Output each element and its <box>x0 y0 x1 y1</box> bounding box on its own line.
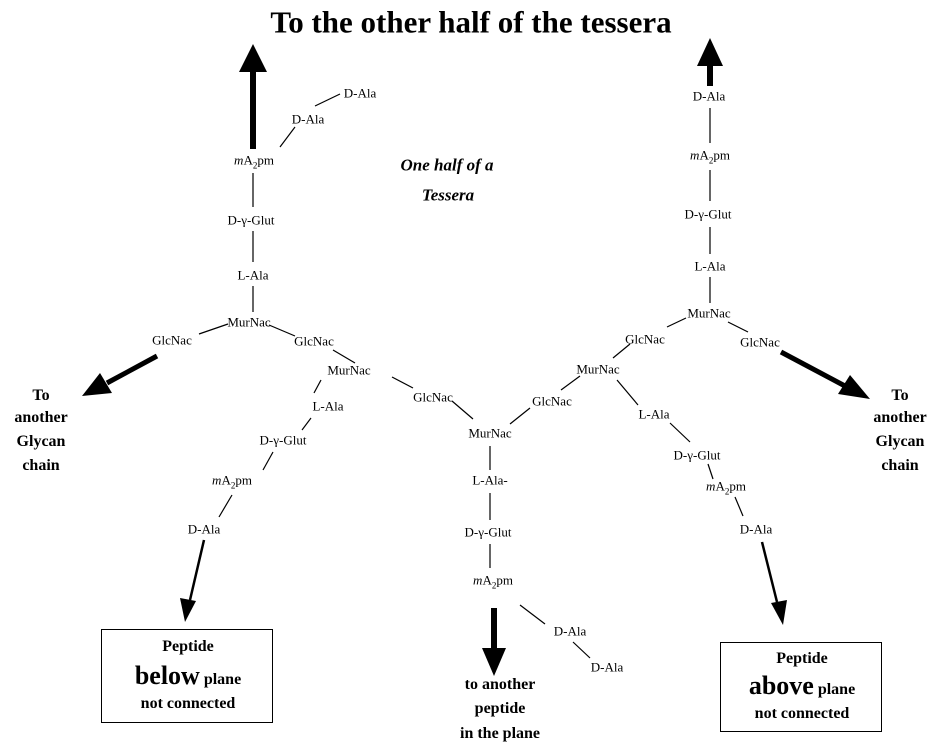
bond-line <box>218 494 233 518</box>
right-glycan-label-3: Glycan <box>875 433 925 450</box>
bond-line <box>313 379 322 394</box>
bond-line <box>301 417 312 431</box>
label-glu-lower-left: D-γ-Glut <box>259 432 307 448</box>
label-glcnac-3: GlcNac <box>532 393 572 409</box>
label-lala-center: L-Ala- <box>472 472 508 488</box>
label-dap-lower-right: mA2pm <box>706 478 746 497</box>
bond-line <box>734 496 744 517</box>
label-dala-center-2: D-Ala <box>590 659 624 675</box>
bond-line <box>391 376 414 389</box>
label-murnac-1: MurNac <box>227 314 271 330</box>
arrow-up-right-head <box>697 38 723 66</box>
label-dap-right: mA2pm <box>690 147 730 166</box>
label-glu-right: D-γ-Glut <box>684 206 732 222</box>
bond-line <box>612 343 631 359</box>
bond-line <box>669 422 691 443</box>
arrow-above <box>760 541 779 603</box>
arrow-below <box>188 539 206 601</box>
arrow-above-head <box>771 600 787 625</box>
label-dala-lower-right: D-Ala <box>739 521 773 537</box>
label-dala-center-1: D-Ala <box>553 623 587 639</box>
label-lala-right: L-Ala <box>694 258 726 274</box>
label-glcnac-1: GlcNac <box>294 333 334 349</box>
label-dala-2: D-Ala <box>291 111 325 127</box>
box-below-line1: Peptide <box>162 638 214 655</box>
arrow-center-head <box>482 648 506 676</box>
arrow-right-glycan <box>779 349 847 389</box>
bond-line <box>727 321 749 333</box>
bond-line <box>509 407 531 425</box>
bond-line <box>519 604 546 625</box>
label-dala-right: D-Ala <box>692 88 726 104</box>
bond-line <box>268 324 296 337</box>
right-glycan-label-4: chain <box>881 457 919 474</box>
box-peptide-below: Peptide below plane not connected <box>101 629 273 723</box>
label-murnac-right: MurNac <box>687 305 731 321</box>
label-murnac-2: MurNac <box>327 362 371 378</box>
arrow-right-glycan-head <box>838 375 870 399</box>
box-above-line2: above plane <box>748 671 856 700</box>
label-dala-top: D-Ala <box>343 85 377 101</box>
label-dap-lower-left: mA2pm <box>212 472 252 491</box>
page-title: To the other half of the tessera <box>270 4 672 40</box>
box-below-line2: below plane <box>134 661 242 690</box>
label-glcnac-far-left: GlcNac <box>152 332 192 348</box>
left-glycan-label-3: Glycan <box>16 433 66 450</box>
label-glu-left: D-γ-Glut <box>227 212 275 228</box>
bond-line <box>616 379 639 406</box>
bottom-label-2: peptide <box>474 700 526 717</box>
label-dala-lower-left: D-Ala <box>187 521 221 537</box>
label-glcnac-2: GlcNac <box>413 389 453 405</box>
arrow-left-glycan <box>105 353 159 386</box>
box-above-line1: Peptide <box>776 650 828 667</box>
label-murnac-4: MurNac <box>576 361 620 377</box>
bond-line <box>451 400 474 420</box>
left-glycan-label-2: another <box>14 409 68 426</box>
right-glycan-label-2: another <box>873 409 927 426</box>
subtitle-line2: Tessera <box>421 185 475 205</box>
label-glcnac-far-right: GlcNac <box>740 334 780 350</box>
bond-line <box>572 641 591 659</box>
arrow-up-left-head <box>239 44 267 72</box>
left-glycan-label-4: chain <box>22 457 60 474</box>
bottom-label-1: to another <box>464 676 536 693</box>
bond-line <box>262 451 274 471</box>
bond-line <box>198 323 229 335</box>
bond-line <box>666 317 687 328</box>
label-glu-center: D-γ-Glut <box>464 524 512 540</box>
box-above-line3: not connected <box>754 705 850 722</box>
label-lala-lower-right: L-Ala <box>638 406 670 422</box>
label-lala-lower-left: L-Ala <box>312 398 344 414</box>
left-glycan-label-1: To <box>32 387 50 404</box>
bottom-label-3: in the plane <box>459 725 541 742</box>
bond-line <box>707 463 714 480</box>
box-peptide-above: Peptide above plane not connected <box>720 642 882 732</box>
box-below-line3: not connected <box>140 695 236 712</box>
bond-line <box>279 126 296 148</box>
label-dap-center: mA2pm <box>473 572 513 591</box>
label-glcnac-4: GlcNac <box>625 331 665 347</box>
bond-line <box>314 93 341 107</box>
label-lala-left: L-Ala <box>237 267 269 283</box>
label-dap-left: mA2pm <box>234 152 274 171</box>
arrow-left-glycan-head <box>82 373 112 396</box>
right-glycan-label-1: To <box>891 387 909 404</box>
arrow-below-head <box>180 598 196 622</box>
label-glu-lower-right: D-γ-Glut <box>673 447 721 463</box>
subtitle-line1: One half of a <box>400 155 494 175</box>
bond-line <box>332 349 356 364</box>
label-murnac-3: MurNac <box>468 425 512 441</box>
bond-line <box>560 375 581 391</box>
